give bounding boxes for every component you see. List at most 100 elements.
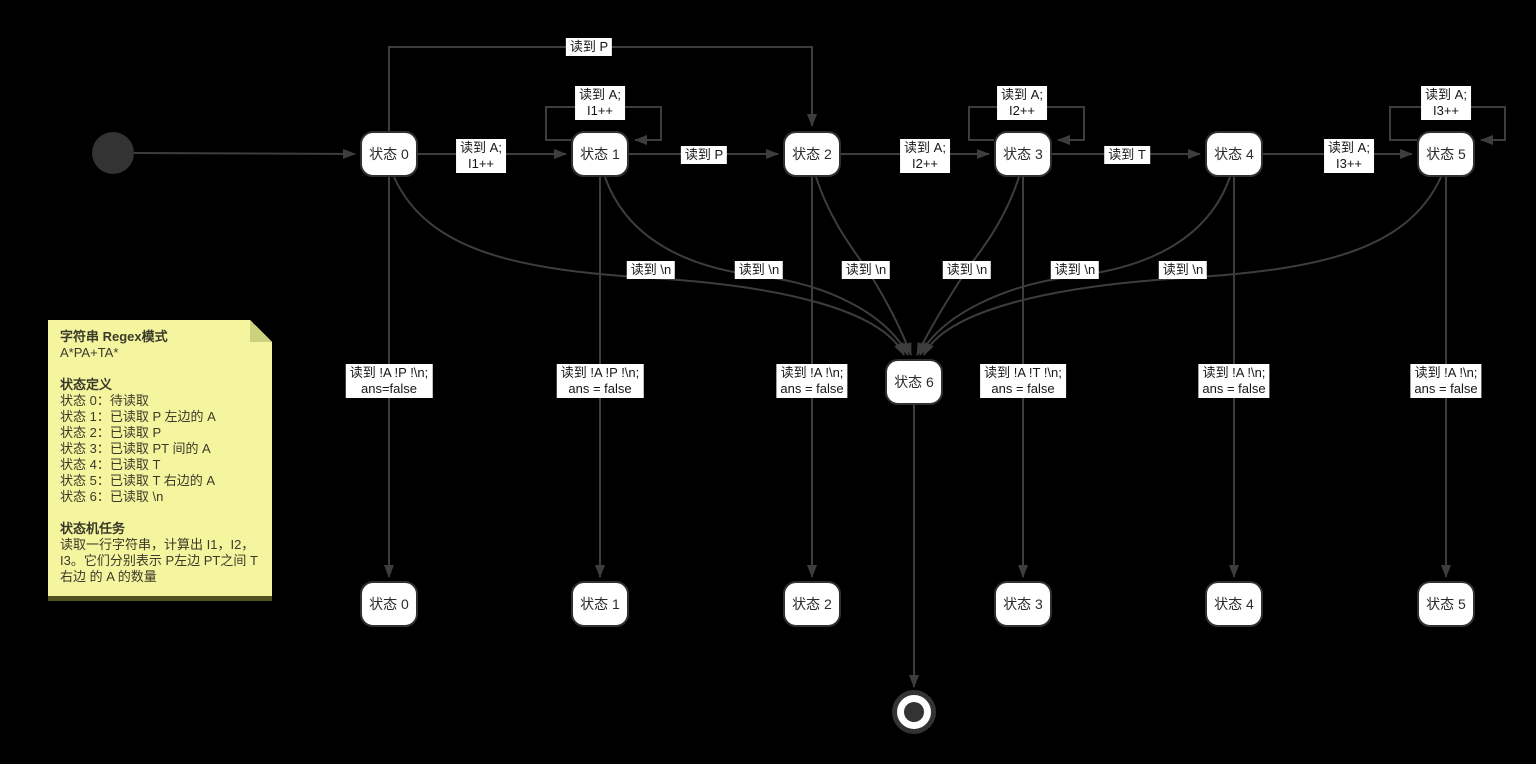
edge-label-s0-s2: 读到 P xyxy=(565,38,613,56)
edge-label-line: 读到 A; xyxy=(904,140,946,155)
edge-label-line: 读到 \n xyxy=(738,262,780,277)
edge-label-line: ans = false xyxy=(1202,381,1266,396)
edge-label-s4-f4: 读到 !A !\n;ans = false xyxy=(1198,364,1270,398)
edge-label-s2-s6: 读到 \n xyxy=(841,261,891,279)
state-node-f1: 状态 1 xyxy=(571,581,629,627)
edge-label-line: I3++ xyxy=(1335,156,1363,171)
edge-label-line: 读到 !A !\n; xyxy=(1414,365,1478,380)
state-node-f0: 状态 0 xyxy=(360,581,418,627)
edge-label-s1-s6: 读到 \n xyxy=(734,261,784,279)
edge-label-s1-loop: 读到 A;I1++ xyxy=(575,86,625,120)
state-node-label: 状态 1 xyxy=(580,596,620,612)
note-line: 状态 1：已读取 P 左边的 A xyxy=(60,409,216,424)
edge-label-line: 读到 A; xyxy=(1425,87,1467,102)
edge-label-s2-f2: 读到 !A !\n;ans = false xyxy=(776,364,848,398)
edge-label-line: ans = false xyxy=(568,381,632,396)
edge-label-s3-s4: 读到 T xyxy=(1104,146,1150,164)
note-line: 状态 5：已读取 T 右边的 A xyxy=(60,473,216,488)
edge-label-s1-f1: 读到 !A !P !\n;ans = false xyxy=(556,364,644,398)
state-node-label: 状态 2 xyxy=(792,146,832,162)
edge-label-line: ans = false xyxy=(780,381,844,396)
note-section-heading: 状态机任务 xyxy=(60,521,126,536)
note-section: 状态机任务读取一行字符串，计算出 I1，I2，I3。它们分别表示 P左边 PT之… xyxy=(60,521,260,585)
edge-label-line: 读到 \n xyxy=(946,262,988,277)
note-section-heading: 状态定义 xyxy=(60,377,113,392)
edge-label-line: 读到 P xyxy=(684,147,724,162)
state-node-label: 状态 0 xyxy=(369,596,409,612)
state-node-s2: 状态 2 xyxy=(783,131,841,177)
note-line: I3。它们分别表示 P左边 PT之间 T xyxy=(60,553,258,568)
edge-label-line: 读到 \n xyxy=(1054,262,1096,277)
edge-label-line: I1++ xyxy=(467,156,495,171)
edge-label-s3-f3: 读到 !A !T !\n;ans = false xyxy=(980,364,1066,398)
edge-label-s0-s6: 读到 \n xyxy=(626,261,676,279)
edge-label-line: ans = false xyxy=(991,381,1055,396)
edge-label-s3-loop: 读到 A;I2++ xyxy=(997,86,1047,120)
note-line: 右边 的 A 的数量 xyxy=(60,569,157,584)
edge-label-line: 读到 A; xyxy=(579,87,621,102)
note-line: 状态 0：待读取 xyxy=(60,393,149,408)
final-state-core xyxy=(904,702,924,722)
final-state-dot xyxy=(892,690,936,734)
edge-start-s0 xyxy=(133,148,356,159)
state-node-s3: 状态 3 xyxy=(994,131,1052,177)
note-line: 状态 3：已读取 PT 间的 A xyxy=(60,441,211,456)
edge-label-s0-s1: 读到 A;I1++ xyxy=(456,139,506,173)
state-node-label: 状态 4 xyxy=(1214,146,1254,162)
start-state-dot xyxy=(92,132,134,174)
state-node-label: 状态 5 xyxy=(1426,596,1466,612)
edge-label-line: 读到 !A !P !\n; xyxy=(560,365,640,380)
state-node-label: 状态 6 xyxy=(894,374,934,390)
edge-label-line: 读到 !A !\n; xyxy=(780,365,844,380)
edge-label-s5-loop: 读到 A;I3++ xyxy=(1421,86,1471,120)
note-line: 读取一行字符串，计算出 I1，I2， xyxy=(60,537,255,552)
edge-label-line: ans=false xyxy=(360,381,418,396)
edge-label-s2-s3: 读到 A;I2++ xyxy=(900,139,950,173)
edge-label-s4-s6: 读到 \n xyxy=(1050,261,1100,279)
state-node-label: 状态 3 xyxy=(1003,146,1043,162)
edge-label-line: 读到 \n xyxy=(630,262,672,277)
state-node-s4: 状态 4 xyxy=(1205,131,1263,177)
edge-label-line: I3++ xyxy=(1432,103,1460,118)
edge-label-line: 读到 !A !\n; xyxy=(1202,365,1266,380)
edge-label-s3-s6: 读到 \n xyxy=(942,261,992,279)
edge-label-line: I2++ xyxy=(911,156,939,171)
edge-label-s4-s5: 读到 A;I3++ xyxy=(1324,139,1374,173)
state-node-s0: 状态 0 xyxy=(360,131,418,177)
state-node-label: 状态 4 xyxy=(1214,596,1254,612)
edge-label-line: 读到 T xyxy=(1108,147,1146,162)
state-node-f2: 状态 2 xyxy=(783,581,841,627)
edge-label-s5-s6: 读到 \n xyxy=(1158,261,1208,279)
edge-label-s0-f0: 读到 !A !P !\n;ans=false xyxy=(345,364,433,398)
edge-label-line: ans = false xyxy=(1414,381,1478,396)
note-section-heading: 字符串 Regex模式 xyxy=(60,329,168,344)
state-node-label: 状态 1 xyxy=(580,146,620,162)
edge-label-s5-f5: 读到 !A !\n;ans = false xyxy=(1410,364,1482,398)
edge-label-line: I2++ xyxy=(1008,103,1036,118)
edge-label-s1-s2: 读到 P xyxy=(680,146,728,164)
edge-label-line: 读到 \n xyxy=(1162,262,1204,277)
edge-label-line: 读到 !A !P !\n; xyxy=(349,365,429,380)
edge-label-line: 读到 A; xyxy=(1328,140,1370,155)
state-node-s1: 状态 1 xyxy=(571,131,629,177)
note-line: 状态 2：已读取 P xyxy=(60,425,162,440)
state-node-s6: 状态 6 xyxy=(885,359,943,405)
note-fold-corner-icon xyxy=(250,320,272,342)
state-node-f3: 状态 3 xyxy=(994,581,1052,627)
edge-label-line: 读到 P xyxy=(569,39,609,54)
note-line: 状态 4：已读取 T xyxy=(60,457,161,472)
state-node-f5: 状态 5 xyxy=(1417,581,1475,627)
state-node-label: 状态 0 xyxy=(369,146,409,162)
state-node-label: 状态 3 xyxy=(1003,596,1043,612)
edge-label-line: 读到 !A !T !\n; xyxy=(984,365,1062,380)
state-node-f4: 状态 4 xyxy=(1205,581,1263,627)
edge-label-line: 读到 A; xyxy=(460,140,502,155)
edge-label-line: 读到 A; xyxy=(1001,87,1043,102)
edge-label-line: 读到 \n xyxy=(845,262,887,277)
note-line: A*PA+TA* xyxy=(60,345,119,360)
